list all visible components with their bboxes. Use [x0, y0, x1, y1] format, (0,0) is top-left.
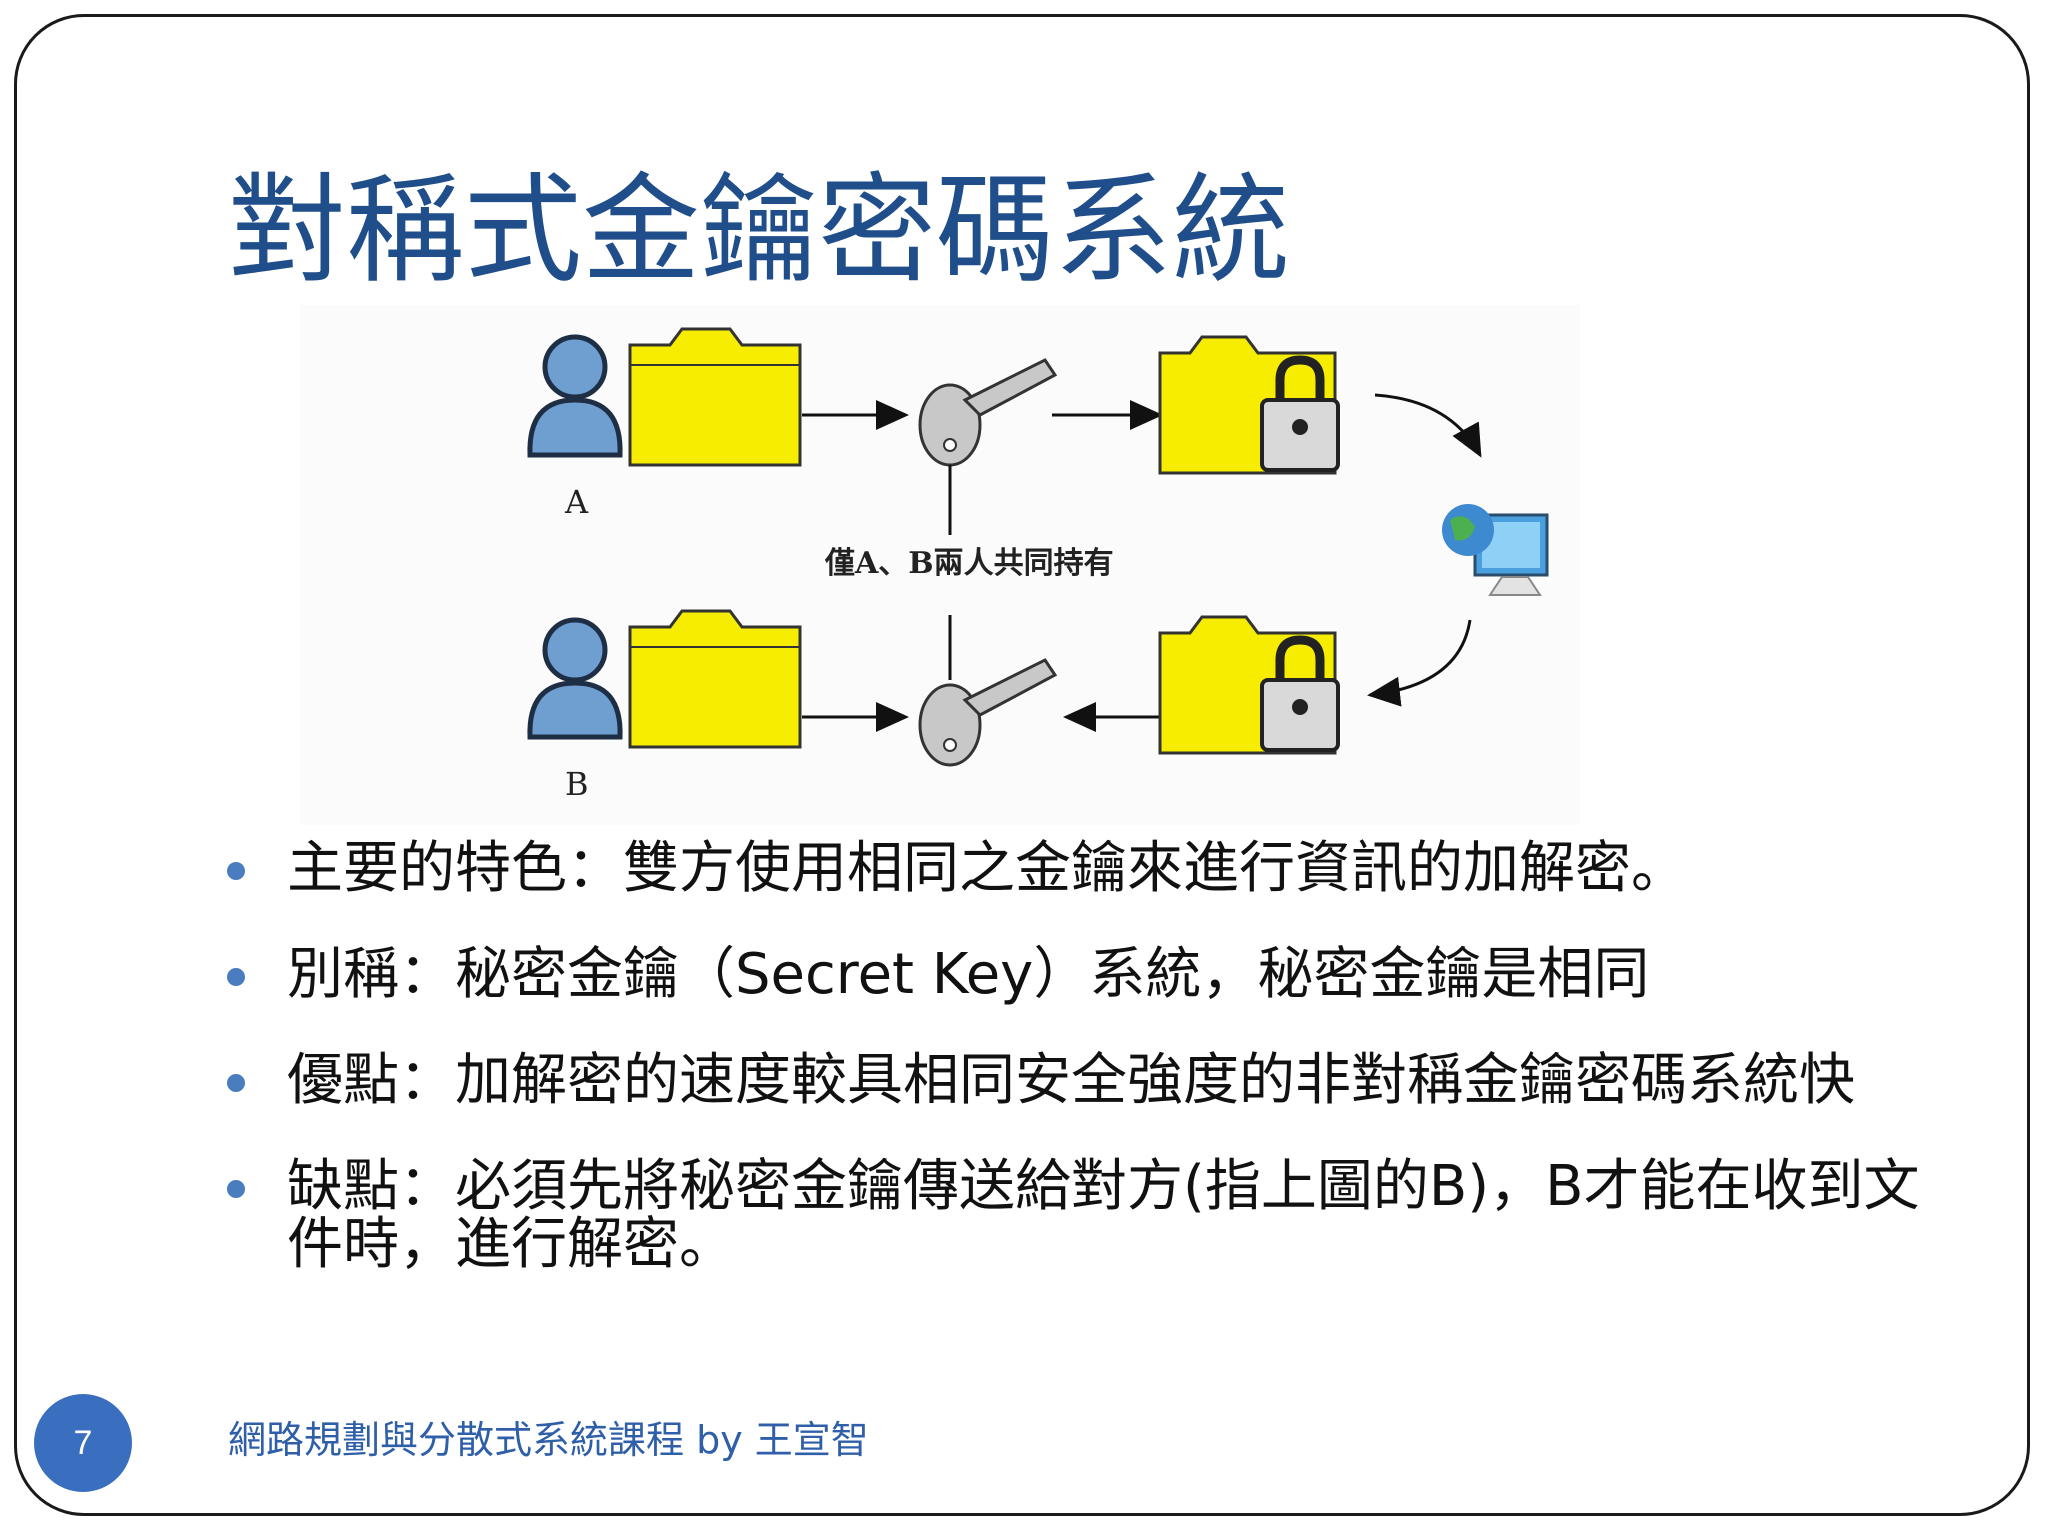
key-icon [918, 358, 1058, 467]
locked-folder-icon [1158, 335, 1340, 475]
label-a: A [564, 483, 589, 521]
page-number: 7 [34, 1394, 132, 1492]
bullet-text: 主要的特色：雙方使用相同之金鑰來進行資訊的加解密。 [287, 836, 1687, 901]
folder-icon [628, 327, 802, 467]
folder-icon [628, 609, 802, 749]
network-computer-icon [1442, 504, 1549, 596]
bullet-text: 缺點：必須先將秘密金鑰傳送給對方(指上圖的B)，B才能在收到文件時，進行解密。 [287, 1154, 1920, 1277]
locked-folder-icon [1158, 615, 1340, 755]
user-icon [527, 617, 623, 740]
user-icon [527, 334, 623, 458]
bullet-dot-icon [227, 968, 245, 986]
bullet-dot-icon [227, 862, 245, 880]
bullet-dot-icon [227, 1180, 245, 1198]
bullet-item: 優點：加解密的速度較具相同安全強度的非對稱金鑰密碼系統快 [225, 1052, 1925, 1110]
bullet-text: 別稱：秘密金鑰（Secret Key）系統，秘密金鑰是相同 [287, 942, 1650, 1007]
key-icon [918, 658, 1058, 767]
shared-key-caption: 僅A、B兩人共同持有 [824, 546, 1114, 581]
bullet-text: 優點：加解密的速度較具相同安全強度的非對稱金鑰密碼系統快 [287, 1048, 1855, 1113]
bullet-dot-icon [227, 1074, 245, 1092]
slide-title: 對稱式金鑰密碼系統 [228, 161, 1291, 299]
bullet-item: 主要的特色：雙方使用相同之金鑰來進行資訊的加解密。 [225, 840, 1925, 898]
bullet-list: 主要的特色：雙方使用相同之金鑰來進行資訊的加解密。 別稱：秘密金鑰（Secret… [225, 840, 1925, 1322]
symmetric-key-diagram: 僅A、B兩人共同持有 A B [300, 305, 1580, 825]
bullet-item: 缺點：必須先將秘密金鑰傳送給對方(指上圖的B)，B才能在收到文件時，進行解密。 [225, 1158, 1925, 1274]
label-b: B [565, 765, 589, 803]
footer-text: 網路規劃與分散式系統課程 by 王宣智 [228, 1418, 869, 1462]
bullet-item: 別稱：秘密金鑰（Secret Key）系統，秘密金鑰是相同 [225, 946, 1925, 1004]
